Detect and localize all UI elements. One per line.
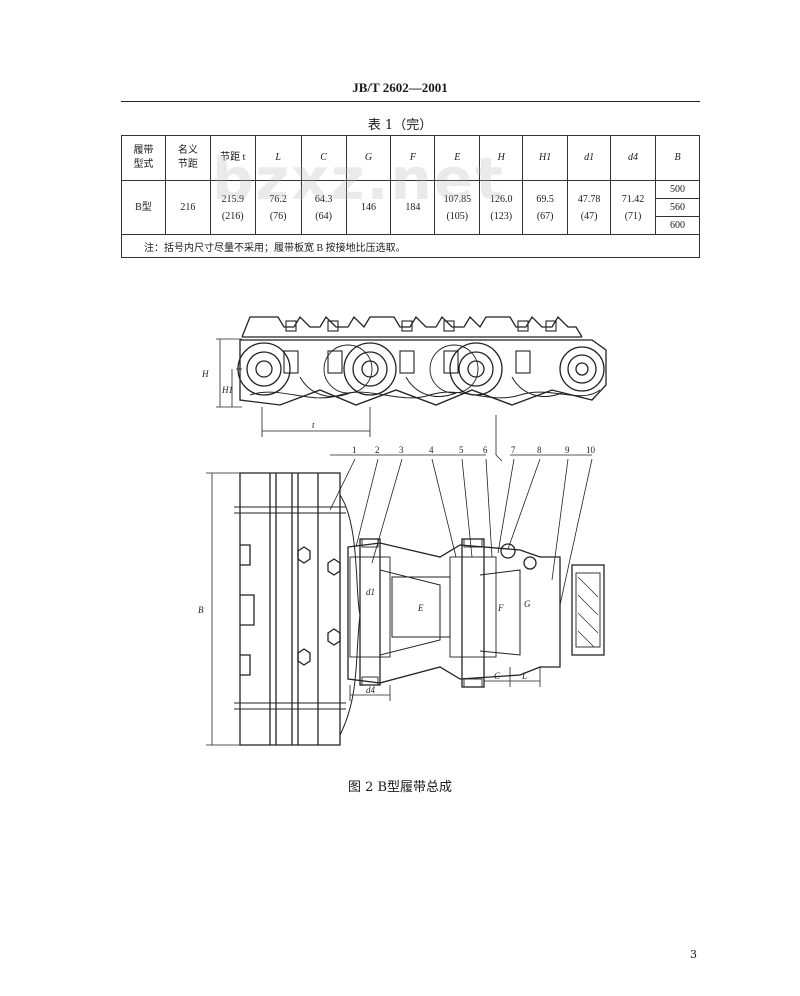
cell-pitch: 215.9(216): [209, 180, 256, 235]
cell-B-500: 500: [654, 180, 701, 199]
callout-leaders: [329, 415, 593, 606]
cell-G: 146: [345, 180, 392, 235]
hdr-B: B: [674, 152, 681, 163]
page-number: 3: [690, 948, 697, 961]
col-header: H1: [522, 135, 569, 181]
plan-view-links: [347, 538, 605, 688]
col-header: E: [434, 135, 481, 181]
hdr-type: 履带型式: [133, 145, 154, 170]
hdr-G: G: [364, 152, 373, 163]
plan-view-dimension-B: [206, 472, 240, 746]
hdr-d1: d1: [584, 152, 595, 163]
hdr-L: L: [275, 152, 281, 163]
col-header: 节距 t: [209, 135, 256, 181]
table-note: 注：括号内尺寸尽量不采用；履带板宽 B 按接地比压选取。: [121, 234, 700, 258]
label-H: H: [201, 369, 209, 379]
side-view-dimensions: [216, 338, 371, 437]
callout-10: 10: [586, 445, 596, 455]
callout-8: 8: [537, 445, 542, 455]
col-header: G: [345, 135, 392, 181]
label-B: B: [198, 605, 204, 615]
col-header: 履带型式: [121, 135, 166, 181]
hdr-nominal: 名义节距: [177, 145, 198, 170]
side-view-chain: [237, 315, 607, 406]
label-L: L: [521, 671, 527, 681]
cell-d1: 47.78(47): [567, 180, 612, 235]
hdr-E: E: [454, 152, 461, 163]
cell-type: B型: [121, 180, 166, 235]
col-header: d1: [567, 135, 612, 181]
cell-E: 107.85(105): [434, 180, 481, 235]
label-H1: H1: [221, 385, 233, 395]
header-rule: [121, 101, 700, 102]
hdr-H: H: [497, 152, 505, 163]
callout-5: 5: [459, 445, 464, 455]
figure-caption: 图 2 B型履带总成: [347, 780, 453, 795]
label-d1: d1: [366, 587, 375, 597]
col-header: d4: [610, 135, 656, 181]
side-view-labels: H H1 t: [201, 369, 315, 430]
col-header: L: [254, 135, 302, 181]
col-header: H: [479, 135, 524, 181]
label-d4: d4: [366, 685, 376, 695]
plan-view-dimensions: [349, 667, 541, 701]
cell-B-560: 560: [654, 198, 701, 217]
callout-4: 4: [429, 445, 434, 455]
cell-B-600: 600: [654, 216, 701, 235]
label-t: t: [312, 420, 315, 430]
hdr-F: F: [409, 152, 416, 163]
cell-H1: 69.5(67): [522, 180, 569, 235]
plan-view-labels: B d1 d4 E F G C L: [198, 587, 531, 695]
plan-view-shoe: [234, 472, 361, 746]
callout-numbers: 1 2 3 4 5 6 7 8 9 10: [352, 445, 596, 455]
cell-C: 64.3(64): [300, 180, 347, 235]
hdr-d4: d4: [628, 152, 639, 163]
table-caption: 表 1（完）: [367, 118, 433, 133]
cell-L: 76.2(76): [254, 180, 302, 235]
spec-table: 履带型式 名义节距 节距 t L C G F E H H1 d1 d4 B B型…: [121, 135, 701, 258]
cell-F: 184: [390, 180, 436, 235]
callout-2: 2: [375, 445, 380, 455]
table-note-row: 注：括号内尺寸尽量不采用；履带板宽 B 按接地比压选取。: [121, 234, 700, 258]
table-row: B型 216 215.9(216) 76.2(76) 64.3(64) 146 …: [121, 180, 701, 235]
track-assembly-drawing: H H1 t 1 2 3 4 5 6 7 8 9 10: [198, 315, 607, 746]
col-header: C: [300, 135, 347, 181]
col-header: 名义节距: [164, 135, 211, 181]
hdr-pitch: 节距 t: [220, 152, 246, 163]
callout-1: 1: [352, 445, 357, 455]
cell-H: 126.0(123): [479, 180, 524, 235]
callout-6: 6: [483, 445, 488, 455]
col-header: B: [654, 135, 701, 181]
callout-9: 9: [565, 445, 570, 455]
page-header-title: JB/T 2602—2001: [352, 80, 448, 95]
label-E: E: [417, 603, 424, 613]
col-header: F: [390, 135, 436, 181]
label-C: C: [494, 671, 501, 681]
callout-3: 3: [399, 445, 404, 455]
table-header-row: 履带型式 名义节距 节距 t L C G F E H H1 d1 d4 B: [121, 135, 701, 181]
label-G: G: [524, 599, 531, 609]
cell-nominal: 216: [164, 180, 211, 235]
label-F: F: [497, 603, 504, 613]
hdr-H1: H1: [539, 152, 552, 163]
hdr-C: C: [320, 152, 327, 163]
cell-d4: 71.42(71): [610, 180, 656, 235]
callout-7: 7: [511, 445, 516, 455]
